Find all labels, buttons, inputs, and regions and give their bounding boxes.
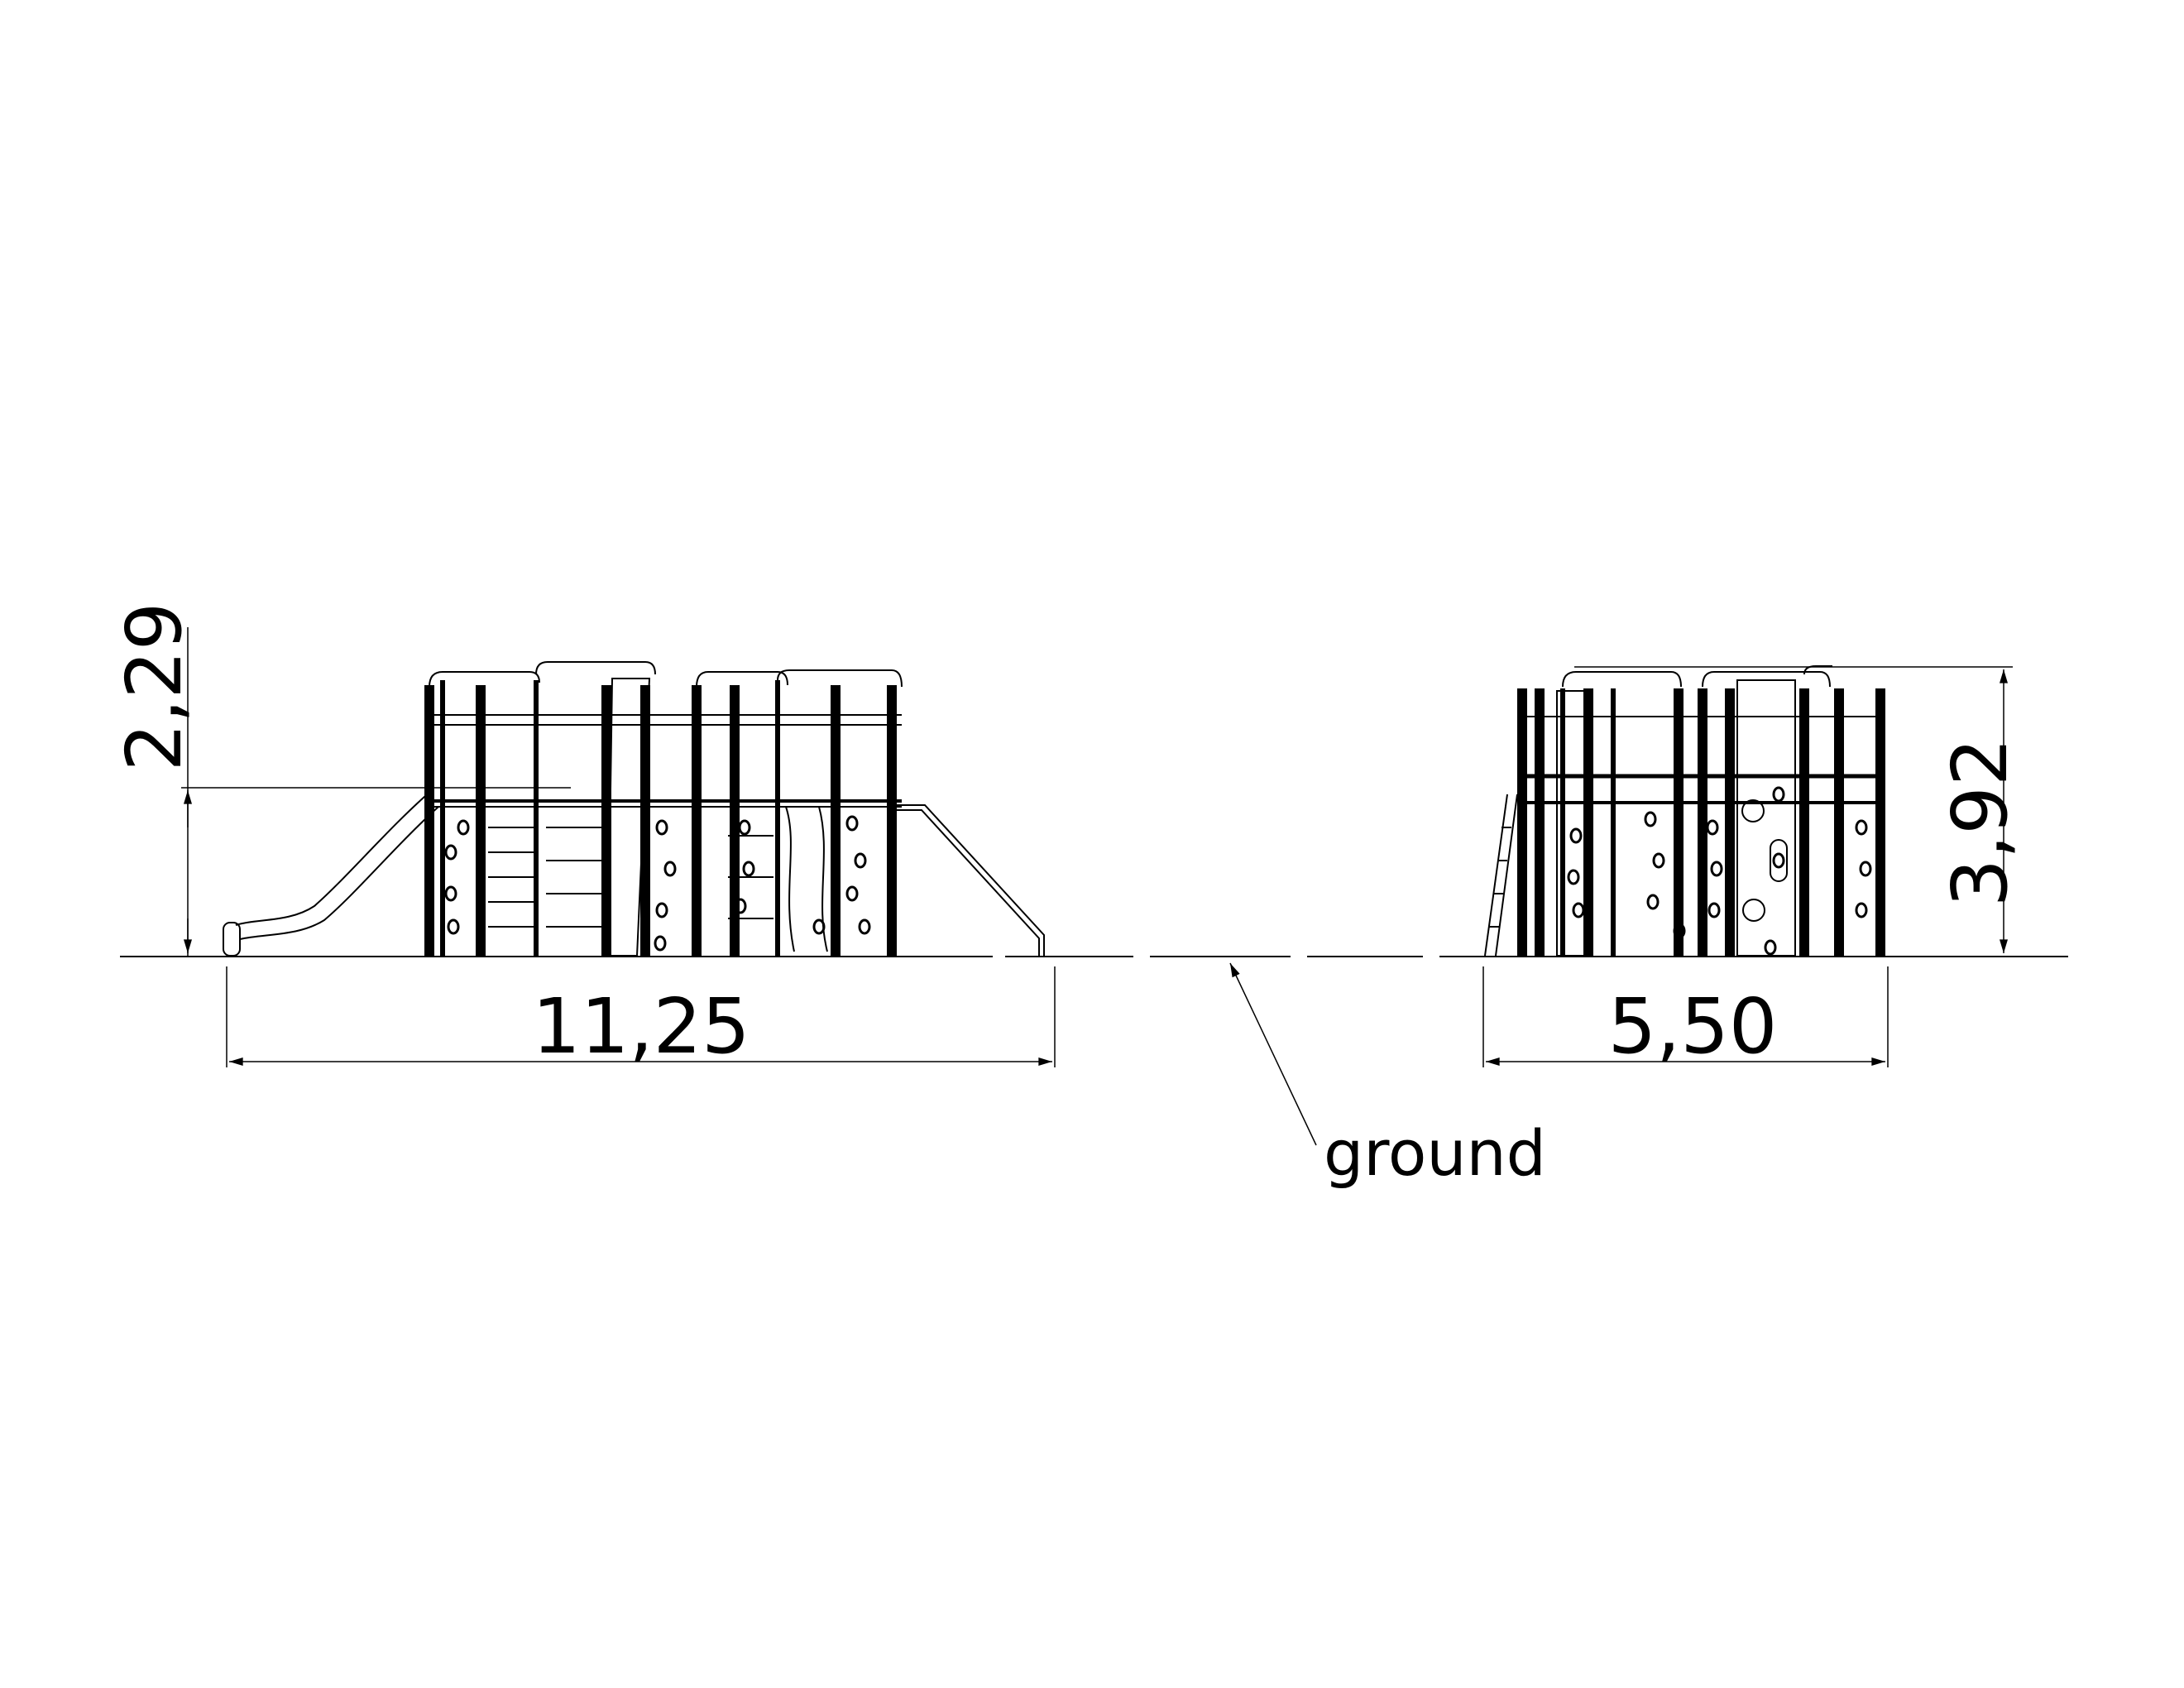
post bbox=[476, 685, 486, 956]
climbing-hold bbox=[1772, 852, 1785, 869]
front-view-structure bbox=[223, 661, 1045, 957]
dimension-11-25 bbox=[226, 966, 1056, 1067]
climbing-hold bbox=[655, 902, 668, 918]
climbing-hold bbox=[734, 898, 747, 914]
climbing-hold bbox=[1644, 811, 1657, 827]
climbing-hold bbox=[1707, 902, 1721, 918]
ladder bbox=[488, 827, 538, 928]
post bbox=[1674, 688, 1684, 956]
platform-height-label: 2,29 bbox=[110, 602, 199, 772]
climbing-hold bbox=[845, 815, 859, 832]
post bbox=[730, 685, 740, 956]
climbing-hold bbox=[654, 935, 667, 952]
front-width-label: 11,25 bbox=[532, 982, 750, 1071]
climbing-hold bbox=[457, 819, 470, 836]
climbing-hold bbox=[742, 861, 755, 877]
post bbox=[1834, 688, 1844, 956]
post bbox=[1799, 688, 1809, 956]
climbing-hold bbox=[444, 844, 457, 861]
post bbox=[640, 685, 650, 956]
dimension-5-50 bbox=[1482, 966, 1889, 1067]
total-height-label: 3,92 bbox=[1936, 738, 2024, 908]
post bbox=[1698, 688, 1707, 956]
climbing-hold bbox=[738, 819, 751, 836]
climbing-hold bbox=[1569, 827, 1583, 844]
post bbox=[775, 680, 780, 956]
post bbox=[1583, 688, 1593, 956]
post bbox=[1560, 688, 1565, 956]
post bbox=[1517, 688, 1527, 956]
climbing-hold bbox=[854, 852, 867, 869]
side-width-label: 5,50 bbox=[1608, 982, 1778, 1071]
climbing-hold bbox=[1772, 786, 1785, 803]
ground-label: ground bbox=[1324, 1116, 1546, 1190]
slide bbox=[235, 789, 433, 926]
climbing-hold bbox=[655, 819, 668, 836]
post bbox=[424, 685, 434, 956]
post bbox=[692, 685, 702, 956]
post bbox=[1535, 688, 1545, 956]
dimension-2-29 bbox=[181, 627, 571, 956]
climbing-hold bbox=[1572, 902, 1585, 918]
climbing-hold bbox=[1706, 819, 1719, 836]
slide-post bbox=[223, 922, 241, 957]
climbing-hold bbox=[845, 885, 859, 902]
ground-leader bbox=[1229, 962, 1317, 1146]
climbing-hold bbox=[1710, 861, 1723, 877]
dimension-3-92 bbox=[1574, 666, 2013, 954]
climbing-hold bbox=[1764, 939, 1777, 956]
post bbox=[1875, 688, 1885, 956]
post bbox=[831, 685, 841, 956]
post bbox=[601, 685, 611, 956]
climbing-hold bbox=[1859, 861, 1872, 877]
climbing-hold bbox=[447, 918, 460, 935]
post bbox=[1611, 688, 1616, 956]
post bbox=[887, 685, 897, 956]
climbing-hold bbox=[1855, 902, 1868, 918]
climbing-hold bbox=[858, 918, 871, 935]
post bbox=[534, 680, 539, 956]
ramp-rail bbox=[893, 804, 1045, 957]
climbing-hold bbox=[812, 918, 826, 935]
climbing-hold bbox=[1652, 852, 1665, 869]
climbing-hold bbox=[444, 885, 457, 902]
climbing-hold bbox=[1855, 819, 1868, 836]
climbing-hold bbox=[663, 861, 677, 877]
climbing-hold bbox=[1646, 894, 1660, 910]
post bbox=[440, 680, 445, 956]
climbing-hold bbox=[1567, 869, 1580, 885]
post bbox=[1725, 688, 1735, 956]
climbing-hold bbox=[1673, 923, 1686, 939]
side-ladder bbox=[1484, 794, 1518, 957]
